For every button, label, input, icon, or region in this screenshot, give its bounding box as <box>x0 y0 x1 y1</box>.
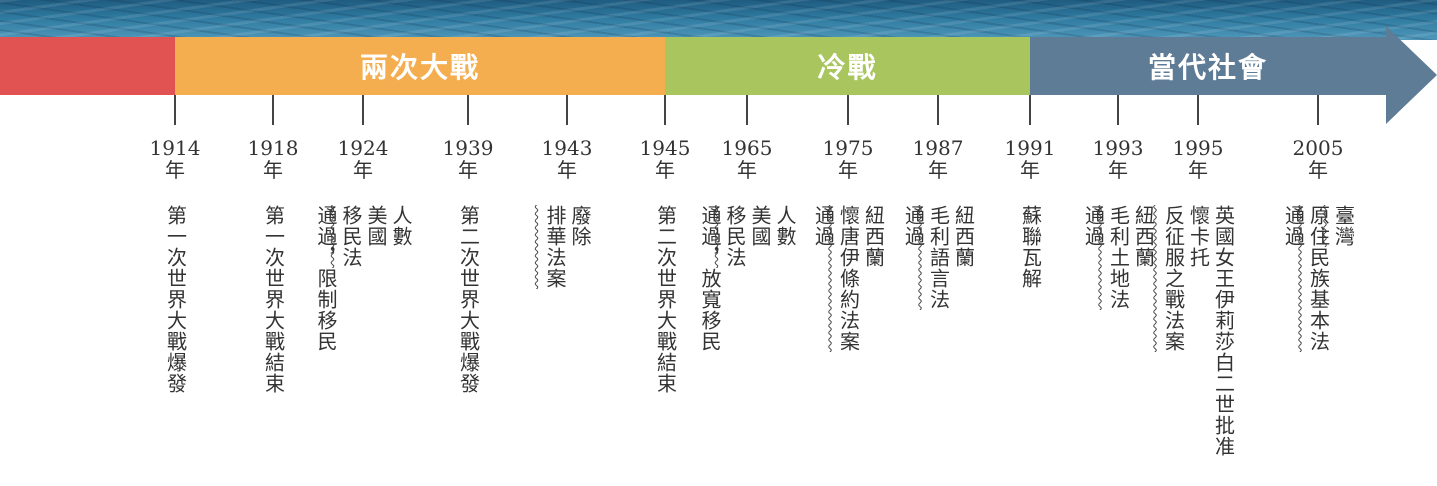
timeline-tick-1991 <box>1029 95 1031 125</box>
event-text-1995-2: 反征服之戰法案 <box>1161 205 1186 352</box>
timeline-tick-1918 <box>272 95 274 125</box>
era-segment-contemporary: 當代社會 <box>1030 37 1386 95</box>
event-text-1943-1: 排華法案 <box>543 205 567 289</box>
year-suffix: 年 <box>165 158 185 182</box>
event-text-1995-1: 懷卡托 <box>1186 205 1211 268</box>
year-number: 1993 <box>1092 136 1144 160</box>
event-text-1924-2: 移民法 <box>339 205 363 268</box>
event-text-1924-0: 人數 <box>389 205 413 247</box>
timeline-tick-1995 <box>1197 95 1199 125</box>
event-text-1939-0: 第二次世界大戰爆發 <box>456 205 481 394</box>
timeline-arrow-head <box>1386 26 1437 124</box>
event-text-1965-0: 人數 <box>773 205 797 247</box>
timeline-tick-2005 <box>1317 95 1319 125</box>
event-text-2005-2: 通過 <box>1281 205 1306 247</box>
sea-background <box>0 0 1437 40</box>
year-suffix: 年 <box>263 158 283 182</box>
era-segment-world-wars: 兩次大戰 <box>175 37 665 95</box>
year-suffix: 年 <box>928 158 948 182</box>
year-suffix: 年 <box>458 158 478 182</box>
year-number: 1975 <box>822 136 874 160</box>
year-suffix: 年 <box>737 158 757 182</box>
year-suffix: 年 <box>557 158 577 182</box>
event-text-1924-1: 美國 <box>364 205 388 247</box>
event-text-1987-2: 通過 <box>901 205 926 247</box>
timeline-tick-1943 <box>566 95 568 125</box>
year-suffix: 年 <box>1108 158 1128 182</box>
event-text-1965-3: 通過，放寬移民 <box>698 205 722 352</box>
timeline-tick-1965 <box>746 95 748 125</box>
event-text-1914-0: 第一次世界大戰爆發 <box>163 205 188 394</box>
year-number: 1914 <box>149 136 201 160</box>
era-segment-cold-war: 冷戰 <box>665 37 1030 95</box>
event-text-1993-0: 紐西蘭 <box>1131 205 1156 268</box>
year-number: 1945 <box>639 136 691 160</box>
year-number: 1939 <box>442 136 494 160</box>
timeline-tick-1924 <box>362 95 364 125</box>
event-text-1924-3: 通過，限制移民 <box>314 205 338 352</box>
event-text-1975-1: 懷唐伊條約法案 <box>836 205 861 352</box>
event-text-1965-1: 美國 <box>748 205 772 247</box>
event-text-1945-0: 第二次世界大戰結束 <box>653 205 678 394</box>
event-text-1995-0: 英國女王伊莉莎白二世批准 <box>1211 205 1236 457</box>
year-suffix: 年 <box>655 158 675 182</box>
year-suffix: 年 <box>1308 158 1328 182</box>
event-text-1975-0: 紐西蘭 <box>861 205 886 268</box>
timeline-tick-1975 <box>847 95 849 125</box>
year-number: 1991 <box>1004 136 1056 160</box>
event-text-2005-0: 臺灣 <box>1331 205 1356 247</box>
year-number: 2005 <box>1292 136 1344 160</box>
year-suffix: 年 <box>1020 158 1040 182</box>
year-number: 1924 <box>337 136 389 160</box>
event-text-1965-2: 移民法 <box>723 205 747 268</box>
year-suffix: 年 <box>838 158 858 182</box>
year-number: 1918 <box>247 136 299 160</box>
timeline-tick-1987 <box>937 95 939 125</box>
timeline-tick-1945 <box>664 95 666 125</box>
event-text-1943-0: 廢除 <box>568 205 592 247</box>
year-number: 1965 <box>721 136 773 160</box>
event-text-1987-0: 紐西蘭 <box>951 205 976 268</box>
year-suffix: 年 <box>353 158 373 182</box>
event-text-1993-2: 通過 <box>1081 205 1106 247</box>
era-segment-early <box>0 37 175 95</box>
year-suffix: 年 <box>1188 158 1208 182</box>
year-number: 1943 <box>541 136 593 160</box>
year-number: 1987 <box>912 136 964 160</box>
timeline-tick-1914 <box>174 95 176 125</box>
event-text-1975-2: 通過 <box>811 205 836 247</box>
year-number: 1995 <box>1172 136 1224 160</box>
timeline-tick-1993 <box>1117 95 1119 125</box>
event-text-1918-0: 第一次世界大戰結束 <box>261 205 286 394</box>
event-text-1993-1: 毛利土地法 <box>1106 205 1131 310</box>
timeline-tick-1939 <box>467 95 469 125</box>
event-text-1987-1: 毛利語言法 <box>926 205 951 310</box>
event-text-1991-0: 蘇聯瓦解 <box>1018 205 1043 289</box>
era-band: 兩次大戰 冷戰 當代社會 <box>0 37 1437 95</box>
event-text-2005-1: 原住民族基本法 <box>1306 205 1331 352</box>
